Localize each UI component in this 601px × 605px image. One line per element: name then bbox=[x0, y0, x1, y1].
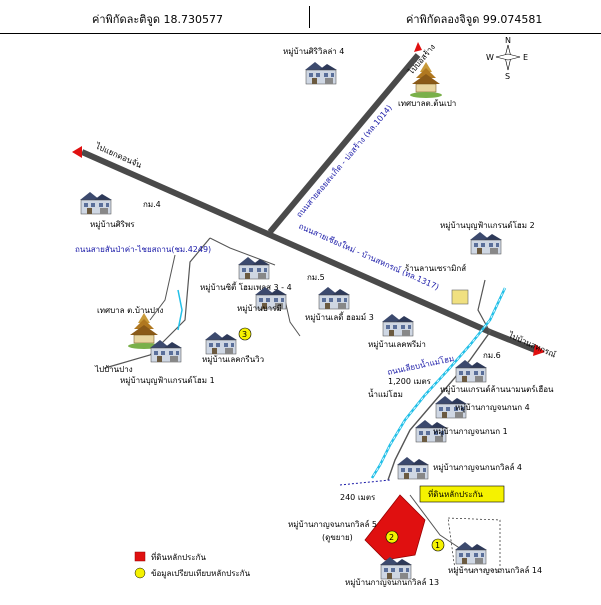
place-boonfah2: หมู่บ้านบุญฟ้าแกรนด์โฮม 2 bbox=[440, 220, 535, 231]
compass-w: W bbox=[486, 53, 494, 62]
place-lakeview: หมู่บ้านเลคกรีนวิว bbox=[202, 355, 264, 365]
place-tessaban-tonpao: เทศบาลต.ต้นเปา bbox=[398, 99, 456, 108]
place-lanna-home: หมู่บ้านเลดี้ ฮอมม์ 3 bbox=[305, 311, 374, 323]
svg-text:1: 1 bbox=[435, 541, 440, 550]
place-citihome: หมู่บ้านซิตี้ โฮมเพลส 3 - 4 bbox=[200, 281, 292, 293]
property-label-box bbox=[419, 485, 505, 503]
road-label-sanpatong: ถนนสายสันป่าค่า-ไชยสถาน(ชม.4249) bbox=[75, 245, 211, 254]
place-kanchanakan1: หมู่บ้านกาญจนกนก 1 bbox=[433, 427, 508, 437]
place-grand-maneeya: หมู่บ้านแกรนด์ล้านนามนตร์เฮือน bbox=[440, 384, 554, 395]
km4: กม.4 bbox=[143, 200, 161, 209]
house-icon bbox=[237, 256, 271, 280]
latitude-text: ค่าพิกัดละติจูด 18.730577 bbox=[92, 13, 223, 26]
compass: N S E W bbox=[486, 36, 528, 81]
dir-banpang: ไปบ้านปาง bbox=[94, 365, 133, 374]
house-icon bbox=[79, 191, 113, 215]
house-icon bbox=[396, 456, 430, 480]
comparable-marker-1[interactable]: 1 bbox=[431, 538, 445, 552]
house-icon bbox=[317, 286, 351, 310]
house-icon bbox=[204, 331, 238, 355]
house-icon bbox=[304, 61, 338, 85]
place-shop: ร้านลานเซรามิกส์ bbox=[405, 263, 466, 273]
place-kanchanakan4: หมู่บ้านกาญจนกนก 4 bbox=[455, 403, 530, 413]
place-kanchanakan-villa5: หมู่บ้านกาญจนกนกวิลล์ 5 bbox=[288, 519, 377, 530]
house-icon bbox=[469, 231, 503, 255]
place-tessaban-banpang: เทศบาล ต.บ้านปาง bbox=[97, 306, 163, 315]
legend: ที่ดินหลักประกัน ข้อมูลเปรียบเทียบหลักปร… bbox=[134, 551, 251, 579]
place-kanchanakan-villa5-sub: (ดูขยาย) bbox=[322, 533, 353, 543]
house-icon bbox=[454, 541, 488, 565]
legend-comparable-swatch bbox=[134, 567, 146, 579]
coordinate-header: ค่าพิกัดละติจูด 18.730577 ค่าพิกัดลองจิจ… bbox=[0, 0, 601, 34]
distance-1200: 1,200 เมตร bbox=[388, 377, 432, 386]
river-label: น้ำแม่โฮม bbox=[368, 388, 403, 399]
place-kanchanakan-villa14: หมู่บ้านกาญจนกนกวิลล์ 14 bbox=[448, 565, 542, 576]
house-icon bbox=[381, 313, 415, 337]
svg-text:3: 3 bbox=[242, 330, 247, 339]
legend-comparable: ข้อมูลเปรียบเทียบหลักประกัน bbox=[151, 569, 251, 579]
place-kanchanakan-villa13: หมู่บ้านกาญจนกนกวิลล์ 13 bbox=[345, 577, 439, 588]
place-lanna-prima: หมู่บ้านเลคพรีม่า bbox=[368, 340, 426, 350]
road-label-doisaket: ถนนสายดอยสะเก็ด - บ่อสร้าง (ทล.1014) bbox=[294, 103, 394, 220]
river bbox=[177, 287, 507, 479]
place-boonfah1: หมู่บ้านบุญฟ้าแกรนด์โฮม 1 bbox=[120, 375, 215, 386]
place-siriporn: หมู่บ้านศิริพร bbox=[90, 220, 135, 230]
legend-property: ที่ดินหลักประกัน bbox=[151, 551, 206, 562]
km6: กม.6 bbox=[483, 351, 501, 360]
legend-property-swatch bbox=[134, 551, 146, 562]
dashed-area bbox=[447, 517, 501, 571]
house-icon bbox=[149, 339, 183, 363]
property-polygon[interactable] bbox=[364, 494, 426, 561]
comparable-marker-3[interactable]: 3 bbox=[238, 327, 252, 341]
place-sirivilla4: หมู่บ้านศิริวิลล่า 4 bbox=[283, 47, 344, 57]
svg-text:2: 2 bbox=[389, 533, 394, 542]
place-kanchanakan-villa4: หมู่บ้านกาญจนกนกวิลล์ 4 bbox=[433, 462, 522, 473]
longitude-text: ค่าพิกัดลองจิจูด 99.074581 bbox=[406, 13, 543, 26]
compass-n: N bbox=[505, 36, 511, 45]
compass-s: S bbox=[505, 72, 510, 81]
header-divider bbox=[309, 6, 310, 28]
comparable-marker-2[interactable]: 2 bbox=[385, 530, 399, 544]
compass-e: E bbox=[523, 53, 528, 62]
place-boonvari: หมู่บ้านบารมี bbox=[237, 304, 282, 314]
shop-icon bbox=[451, 289, 469, 305]
property-box-text: ที่ดินหลักประกัน bbox=[428, 488, 483, 499]
km5: กม.5 bbox=[307, 273, 325, 282]
road-network bbox=[72, 42, 545, 556]
temple-icon bbox=[127, 312, 161, 350]
house-icon bbox=[454, 359, 488, 383]
distance-240: 240 เมตร bbox=[340, 493, 376, 502]
